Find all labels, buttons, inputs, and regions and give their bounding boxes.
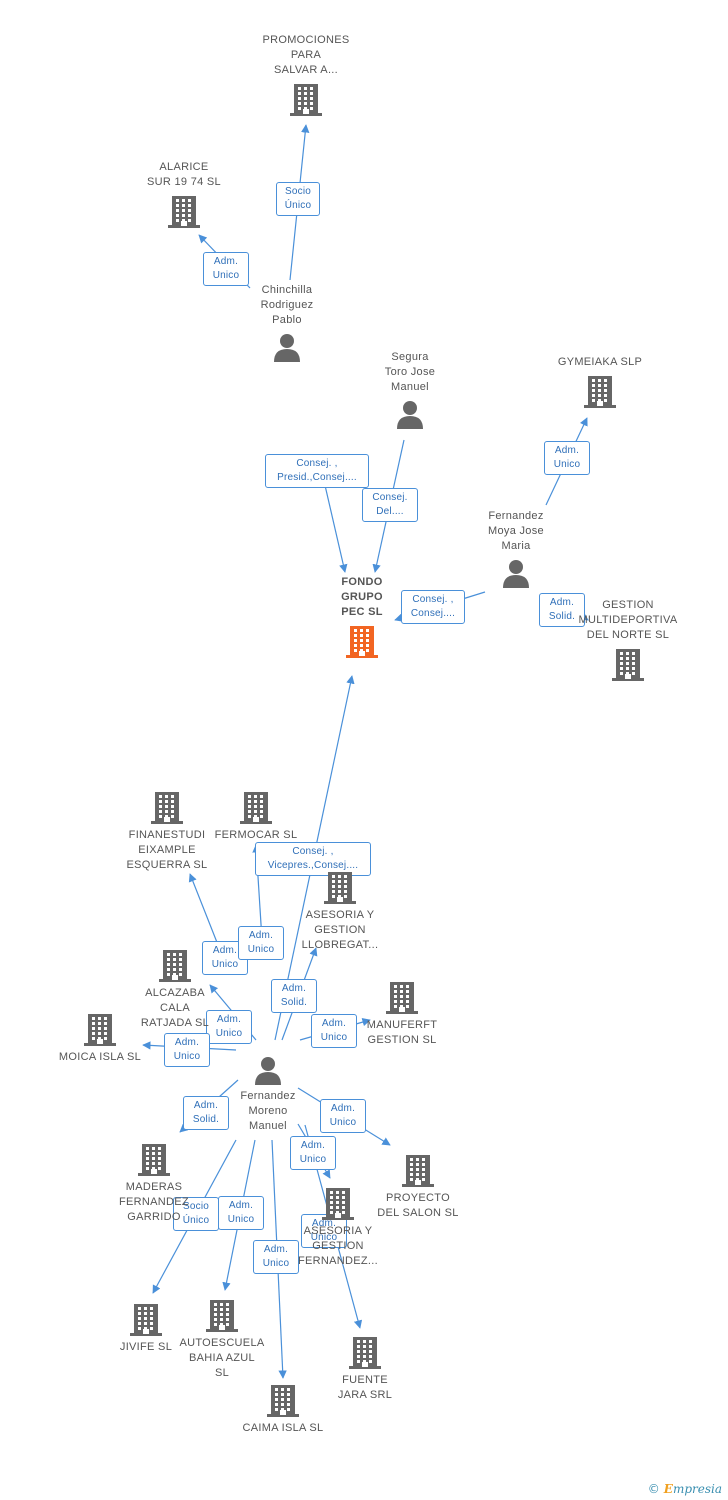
building-icon [130,1304,162,1336]
node-gymeiaka[interactable]: GYMEIAKA SLP [525,355,675,408]
edge-label-fmoreno-to-alcazaba[interactable]: Adm. Unico [206,1010,252,1044]
building-icon [402,1155,434,1187]
node-label: FERMOCAR SL [214,829,298,841]
building-icon [84,1014,116,1046]
person-icon [274,334,300,362]
building-icon [346,626,378,658]
building-icon [240,792,272,824]
edge-label-fmoreno-to-manuferft[interactable]: Adm. Unico [311,1014,357,1048]
node-label: Fernandez Moya Jose Maria [488,510,544,552]
building-icon [322,1188,354,1220]
node-label: MANUFERFT GESTION SL [366,1019,438,1046]
edge-label-chinchilla-to-fondo[interactable]: Consej. , Presid.,Consej.... [265,454,369,488]
node-asesoria_fern[interactable]: ASESORIA Y GESTION FERNANDEZ... [263,1186,413,1269]
edge-label-fmoreno-to-asesoria_fern[interactable]: Adm. Unico [290,1136,336,1170]
edge-label-fmoreno-to-autoescuela[interactable]: Adm. Unico [218,1196,264,1230]
edge-label-fmoreno-to-asesoria_llob[interactable]: Adm. Solid. [271,979,317,1013]
node-label: FINANESTUDI EIXAMPLE ESQUERRA SL [126,829,208,871]
node-fmoya[interactable]: Fernandez Moya Jose Maria [441,509,591,588]
building-icon [168,196,200,228]
building-icon [138,1144,170,1176]
node-alarice[interactable]: ALARICE SUR 19 74 SL [109,160,259,228]
brand-logo-e: E [663,1482,673,1496]
node-label: PROYECTO DEL SALON SL [377,1192,459,1219]
edge-label-fmoya-to-gestion_multi[interactable]: Adm. Solid. [539,593,585,627]
node-proyecto[interactable]: PROYECTO DEL SALON SL [343,1153,493,1221]
building-icon [349,1337,381,1369]
building-icon [206,1300,238,1332]
edge-label-chinchilla-to-promociones[interactable]: Socio Único [276,182,320,216]
node-manuferft[interactable]: MANUFERFT GESTION SL [327,980,477,1048]
node-label: ASESORIA Y GESTION FERNANDEZ... [298,1225,378,1267]
building-icon [290,84,322,116]
node-label: GESTION MULTIDEPORTIVA DEL NORTE SL [578,599,678,641]
node-label: PROMOCIONES PARA SALVAR A... [262,34,350,76]
node-label: FONDO GRUPO PEC SL [341,576,383,618]
node-asesoria_llob[interactable]: ASESORIA Y GESTION LLOBREGAT... [265,870,415,953]
node-chinchilla[interactable]: Chinchilla Rodriguez Pablo [212,283,362,362]
node-label: GYMEIAKA SLP [557,356,643,368]
edge-label-fmoreno-to-fondo[interactable]: Consej. , Vicepres.,Consej.... [255,842,371,876]
node-fmoreno[interactable]: Fernandez Moreno Manuel [193,1055,343,1134]
edge-label-fmoreno-to-caima[interactable]: Adm. Unico [253,1240,299,1274]
node-gestion_multi[interactable]: GESTION MULTIDEPORTIVA DEL NORTE SL [553,598,703,681]
node-promociones[interactable]: PROMOCIONES PARA SALVAR A... [231,33,381,116]
node-caima[interactable]: CAIMA ISLA SL [208,1383,358,1436]
person-icon [397,401,423,429]
copyright-symbol: © [647,1482,660,1496]
node-label: ALCAZABA CALA RATJADA SL [140,987,210,1029]
node-maderas[interactable]: MADERAS FERNANDEZ GARRIDO [79,1142,229,1225]
building-icon [612,649,644,681]
building-icon [386,982,418,1014]
person-icon [255,1057,281,1085]
footer-brand: ©Empresia [648,1482,722,1496]
building-icon [324,872,356,904]
building-icon [584,376,616,408]
building-icon [151,792,183,824]
node-label: CAIMA ISLA SL [242,1422,324,1434]
node-label: AUTOESCUELA BAHIA AZUL SL [179,1337,265,1379]
node-label: MOICA ISLA SL [58,1051,142,1063]
node-label: ALARICE SUR 19 74 SL [147,161,221,188]
node-label: FUENTE JARA SRL [337,1374,393,1401]
edge-fmoreno-to-finanestudi [188,873,221,951]
node-fermocar[interactable]: FERMOCAR SL [181,790,331,843]
node-label: Fernandez Moreno Manuel [240,1090,296,1132]
node-moica[interactable]: MOICA ISLA SL [25,1012,175,1065]
node-label: MADERAS FERNANDEZ GARRIDO [119,1181,189,1223]
node-label: Chinchilla Rodriguez Pablo [260,284,314,326]
building-icon [267,1385,299,1417]
edge-label-fmoreno-to-jivife[interactable]: Socio Único [173,1197,219,1231]
edge-label-fmoreno-to-fermocar[interactable]: Adm. Unico [238,926,284,960]
edge-label-fmoya-to-gymeiaka[interactable]: Adm. Unico [544,441,590,475]
node-label: JIVIFE SL [119,1341,173,1353]
building-icon [159,950,191,982]
node-label: ASESORIA Y GESTION LLOBREGAT... [301,909,379,951]
node-jivife[interactable]: JIVIFE SL [71,1302,221,1355]
edge-label-fmoya-to-fondo[interactable]: Consej. , Consej.... [401,590,465,624]
edge-label-chinchilla-to-alarice[interactable]: Adm. Unico [203,252,249,286]
node-segura[interactable]: Segura Toro Jose Manuel [335,350,485,429]
edge-label-segura-to-fondo[interactable]: Consej. Del.... [362,488,418,522]
node-fuente[interactable]: FUENTE JARA SRL [290,1335,440,1403]
edge-label-fmoreno-to-moica[interactable]: Adm. Unico [164,1033,210,1067]
node-alcazaba[interactable]: ALCAZABA CALA RATJADA SL [100,948,250,1031]
edge-label-fmoreno-to-maderas[interactable]: Adm. Solid. [183,1096,229,1130]
edge-label-fmoreno-to-proyecto[interactable]: Adm. Unico [320,1099,366,1133]
node-fondo[interactable]: FONDO GRUPO PEC SL [287,575,437,658]
person-icon [503,560,529,588]
node-finanestudi[interactable]: FINANESTUDI EIXAMPLE ESQUERRA SL [92,790,242,873]
node-label: Segura Toro Jose Manuel [384,351,436,393]
node-autoescuela[interactable]: AUTOESCUELA BAHIA AZUL SL [147,1298,297,1381]
brand-logo-rest: mpresia [672,1482,722,1496]
